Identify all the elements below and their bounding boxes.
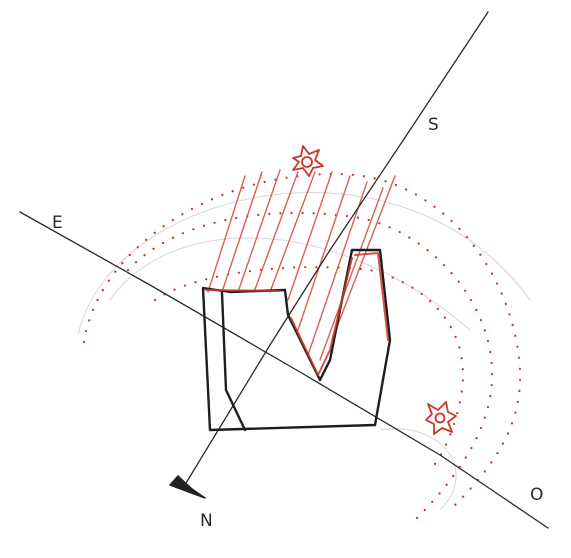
sun-rays-right bbox=[425, 401, 457, 435]
label-north: N bbox=[200, 511, 213, 531]
pencil-arc-outer bbox=[77, 192, 531, 336]
hatch-line bbox=[237, 169, 281, 293]
hatch-line bbox=[331, 175, 396, 341]
sun-disc-top bbox=[301, 156, 313, 168]
hatch-line bbox=[269, 171, 316, 293]
hatch-line bbox=[221, 171, 263, 293]
sun-rays-top bbox=[292, 145, 324, 177]
red-edge-left-top bbox=[205, 289, 281, 292]
hatch-line bbox=[287, 171, 333, 301]
label-east: E bbox=[52, 213, 63, 233]
pencil-arc-lower bbox=[379, 428, 457, 511]
hatch-line bbox=[297, 175, 351, 331]
east-west-axis bbox=[19, 211, 549, 529]
north-south-axis bbox=[182, 11, 489, 489]
sun-icon bbox=[425, 401, 457, 435]
label-west: O bbox=[530, 485, 543, 505]
sun-path-arc-equinox bbox=[126, 211, 494, 522]
hatch-line bbox=[253, 171, 299, 293]
sun-disc-right bbox=[434, 412, 446, 424]
hatch-line bbox=[307, 181, 368, 356]
red-edge-notch bbox=[290, 257, 353, 376]
sun-path-arc-winter bbox=[153, 266, 465, 472]
building-inner-edge bbox=[220, 291, 247, 432]
shadow-hatching bbox=[207, 169, 396, 361]
red-edge-right-tower bbox=[354, 252, 389, 341]
label-south: S bbox=[428, 115, 439, 135]
hatch-line bbox=[319, 187, 384, 361]
hatch-line bbox=[207, 175, 246, 293]
compass-axes bbox=[19, 11, 549, 529]
pencil-arc-inner bbox=[109, 237, 471, 331]
sun-path-dotted-arcs bbox=[82, 173, 522, 522]
sun-icon bbox=[292, 145, 324, 177]
building-red-edges bbox=[205, 252, 389, 376]
north-arrow-icon bbox=[169, 475, 206, 499]
